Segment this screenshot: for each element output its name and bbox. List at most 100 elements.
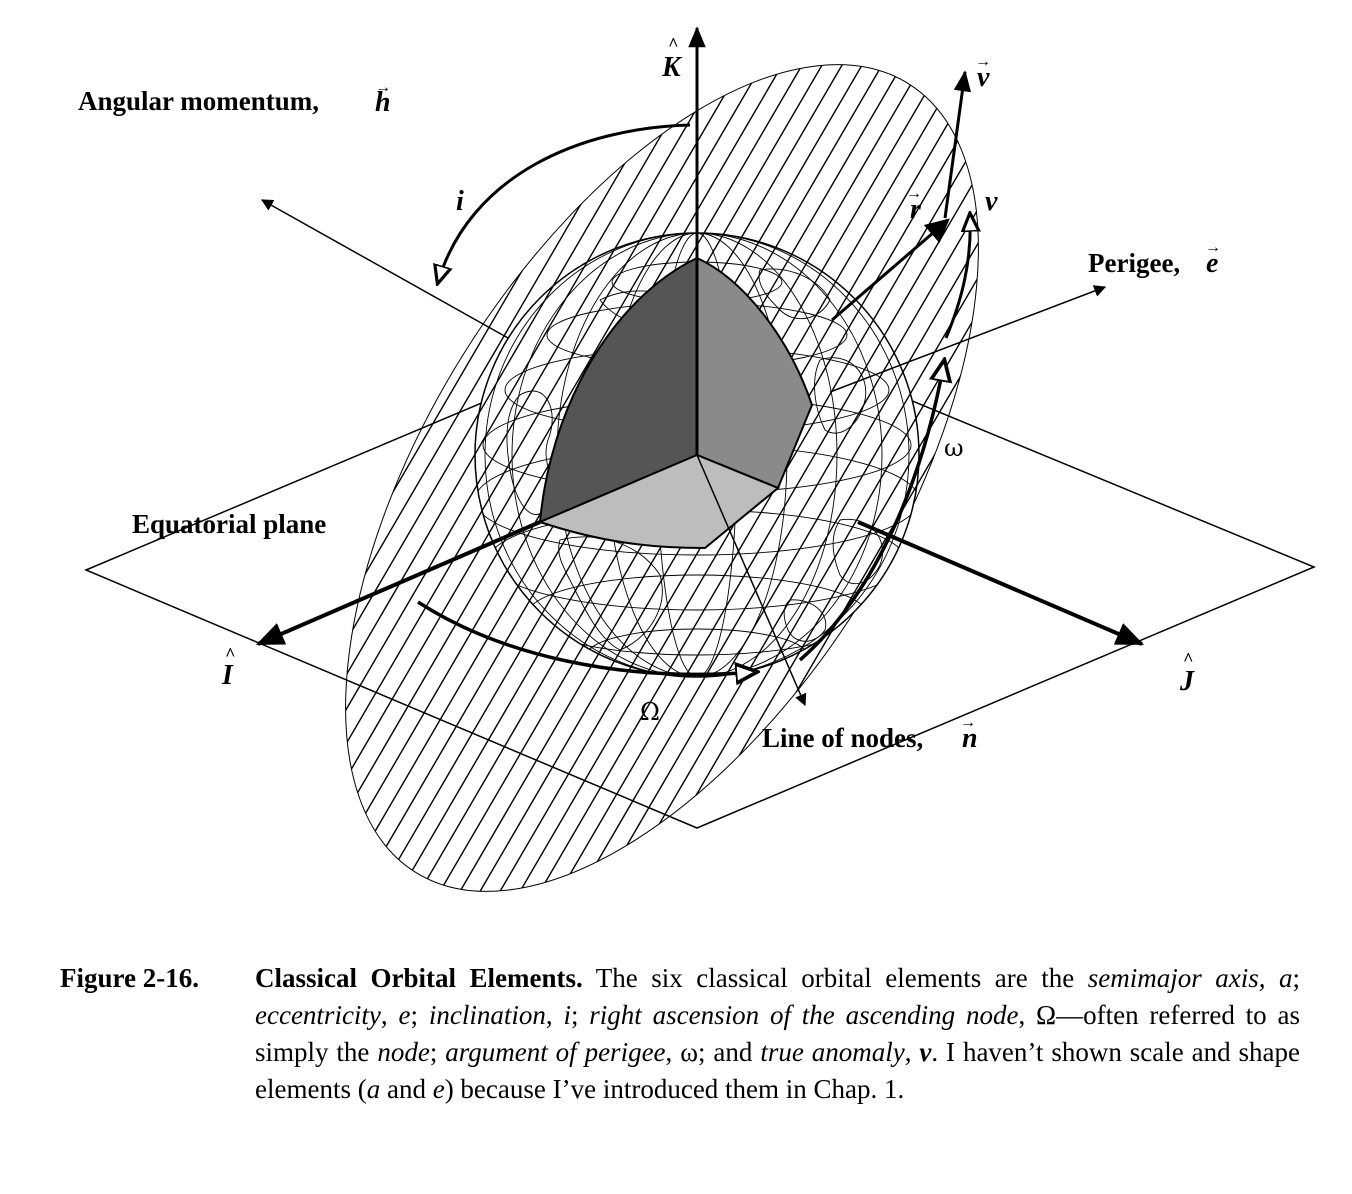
caption-title: Classical Orbital Elements. [255, 963, 583, 993]
orbit-hatch-line [475, 233, 521, 677]
orbit-hatch-line [1220, 0, 1352, 940]
angular-momentum-label: Angular momentum, [78, 86, 319, 116]
orbit-hatch-line [0, 0, 240, 940]
orbit-hatch-line [0, 0, 220, 940]
orbit-hatch-line [217, 0, 301, 940]
orbit-hatch-line [217, 0, 341, 940]
caption-term: node [377, 1037, 430, 1067]
caption-text: , [545, 1000, 564, 1030]
orbit-hatch-line [0, 0, 40, 940]
orbit-hatch-line [1240, 0, 1352, 940]
orbit-hatch-line [0, 0, 420, 940]
figure-number: Figure 2-16. [60, 963, 199, 993]
orbit-hatch-line [217, 0, 281, 940]
orbit-hatch-line [1160, 0, 1352, 940]
orbit-hatch-line [1240, 0, 1352, 940]
orbit-hatch-line [1180, 0, 1352, 940]
orbit-hatch-line [475, 233, 781, 677]
caption-text: ; [429, 1037, 446, 1067]
caption-text: and [380, 1074, 433, 1104]
orbit-hatch-line [980, 0, 1352, 940]
orbit-hatch-line [1220, 0, 1352, 940]
orbit-hatch-line [899, 0, 1107, 940]
orbit-hatch-line [475, 233, 541, 677]
orbit-hatch-line [475, 233, 481, 677]
caption-term: i [563, 1000, 571, 1030]
orbit-hatch-line [1020, 0, 1352, 940]
orbit-hatch-line [0, 0, 80, 940]
j-axis [857, 520, 1145, 646]
caption-term: e [432, 1074, 445, 1104]
n-arrow: → [960, 714, 976, 731]
orbit-hatch-line [217, 0, 261, 940]
orbit-hatch-line [920, 0, 1352, 940]
r-arrow: → [906, 185, 922, 202]
orbit-hatch-line [0, 0, 140, 940]
raan-label: Ω [640, 698, 660, 726]
orbit-hatch-line [1079, 0, 1107, 940]
v-arrow: → [975, 53, 991, 70]
orbit-hatch-line [0, 0, 60, 940]
caption-text: . I haven’t shown scale and shape elemen… [255, 1037, 1301, 1104]
orbit-hatch-line [859, 0, 1107, 940]
orbit-hatch-line [1140, 0, 1352, 940]
orbit-hatch-line [1200, 0, 1352, 940]
orbit-hatch-line [1260, 0, 1352, 940]
i-axis [255, 520, 541, 646]
caption-term: right ascension of the ascending node [589, 1000, 1019, 1030]
i-axis-hat: ^ [225, 644, 235, 664]
orbit-hatch-line [1040, 0, 1352, 940]
orbit-hatch-line [1320, 0, 1352, 940]
omega-label: ω [944, 434, 964, 462]
caption-text: ) because I’ve introduced them in Chap. … [444, 1074, 905, 1104]
orbit-hatch-line [0, 0, 160, 940]
orbit-hatch-line [217, 0, 461, 940]
e-symbol: e [1206, 248, 1218, 279]
orbit-hatch-line [0, 0, 40, 940]
orbit-hatch-line [579, 233, 919, 677]
v-vector-label: v [977, 62, 990, 93]
orbit-hatch-line [1060, 0, 1352, 940]
orbit-hatch-line [1120, 0, 1352, 940]
orbit-hatch-line [1200, 0, 1352, 940]
wedge-light-face [537, 453, 780, 550]
orbit-hatch-line [999, 0, 1107, 940]
line-of-nodes-vector [696, 454, 807, 707]
orbit-hatch-line [1300, 0, 1352, 940]
orbit-hatch-line [519, 233, 919, 677]
orbit-hatch-line [0, 0, 80, 940]
j-axis-label: J [1179, 666, 1195, 697]
orbit-hatch-line [1340, 0, 1352, 940]
r-vector-label: r [910, 194, 922, 225]
caption-text: ; [410, 1000, 429, 1030]
orbit-hatch-line [217, 0, 421, 940]
orbit-hatch-line [539, 233, 919, 677]
orbit-hatch-line [217, 0, 321, 940]
globe-cutaway [537, 256, 814, 550]
orbit-hatch-line [0, 0, 300, 940]
orbit-hatch-line [0, 0, 180, 940]
caption-body: Classical Orbital Elements. The six clas… [255, 960, 1300, 1108]
orbit-hatch-line [1100, 0, 1352, 940]
orbit-hatch-line [1019, 0, 1107, 940]
wedge-mid-face [696, 256, 814, 490]
orbit-hatch-line [217, 0, 221, 940]
figure-caption: Figure 2-16. Classical Orbital Elements.… [60, 960, 1300, 1108]
orbit-hatch-line [217, 0, 481, 940]
orbit-hatch-line [217, 0, 361, 940]
angular-momentum-vector [260, 199, 509, 339]
caption-term: a [366, 1074, 381, 1104]
orbit-hatch-line [0, 0, 260, 940]
caption-term: inclination [428, 1000, 546, 1030]
orbit-hatch-line [879, 0, 1107, 940]
j-axis-hat: ^ [1183, 649, 1193, 669]
orbit-hatch-line [1099, 0, 1107, 940]
orbit-hatch-line [0, 0, 360, 940]
orbit-hatch-line [859, 233, 919, 677]
orbit-hatch-line [475, 233, 501, 677]
orbit-hatch-line [959, 0, 1107, 940]
orbit-hatch-line [1000, 0, 1352, 940]
orbit-hatch-line [1059, 0, 1107, 940]
orbit-hatch-line [0, 0, 320, 940]
v-vector [943, 70, 972, 219]
